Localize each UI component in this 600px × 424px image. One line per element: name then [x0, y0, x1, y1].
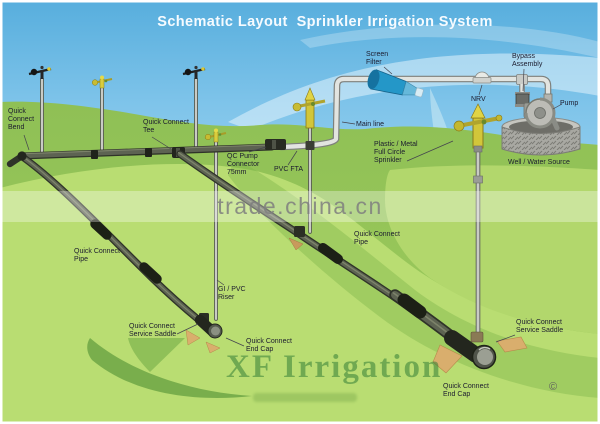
service-saddle-right-fitting — [470, 331, 484, 343]
label-qc-pump-connector: QC Pump Connector 75mm — [227, 153, 260, 176]
label-end-cap-mid: Quick Connect End Cap — [246, 338, 292, 353]
grass-light-right — [385, 165, 600, 334]
label-pump: Pump — [560, 100, 579, 107]
label-service-saddle-right: Quick Connect Service Saddle — [516, 319, 564, 334]
watermark-trade-text: trade.china.cn — [217, 193, 383, 219]
service-saddle-mid-fitting — [288, 226, 305, 251]
yellow-sprinkler-right — [453, 103, 503, 153]
pointer-lines — [23, 66, 563, 347]
label-quick-connect-bend: Quick Connect Bend — [8, 108, 35, 131]
end-cap-left — [194, 314, 223, 339]
watermark-brand-text: XF Irrigation — [226, 349, 443, 385]
nrv-valve — [472, 71, 492, 84]
yellow-sprinkler-mid — [292, 87, 326, 129]
watermark-subtext-blur — [253, 393, 357, 402]
label-bypass-assembly: Bypass Assembly — [512, 53, 543, 68]
bypass-assembly — [515, 74, 530, 107]
label-full-circle-sprinkler: Plastic / Metal Full Circle Sprinkler — [374, 141, 418, 164]
label-end-cap-right: Quick Connect End Cap — [443, 383, 489, 398]
riser-pipe-6 — [473, 143, 483, 341]
yellow-sprinkler-crest — [204, 128, 227, 143]
label-service-saddle-left: Quick Connect Service Saddle — [129, 323, 177, 338]
label-quick-connect-pipe-left: Quick Connect Pipe — [74, 248, 120, 263]
leaf-blade — [128, 338, 185, 372]
page-title: Schematic Layout Sprinkler Irrigation Sy… — [157, 14, 493, 30]
label-quick-connect-tee: Quick Connect Tee — [143, 119, 189, 134]
screen-filter — [367, 69, 424, 98]
impact-sprinkler-1 — [28, 65, 52, 79]
qc-pump-connector-fitting — [265, 139, 286, 150]
pvc-fta-fitting — [305, 141, 315, 150]
end-cap-right — [444, 330, 497, 370]
pump — [523, 93, 560, 131]
label-screen-filter: Screen Filter — [366, 51, 389, 66]
impact-sprinkler-2 — [182, 65, 206, 79]
leaf-stem-swoosh — [87, 338, 252, 399]
main-line-pipe — [277, 75, 552, 151]
label-quick-connect-pipe-right: Quick Connect Pipe — [354, 231, 400, 246]
label-pvc-fta: PVC FTA — [274, 166, 304, 173]
riser-pipes — [40, 77, 483, 341]
label-gi-pvc-riser: GI / PVC Riser — [218, 286, 246, 301]
copyright-mark: © — [549, 381, 558, 393]
lateral-pipe-left — [6, 143, 276, 331]
label-well-water-source: Well / Water Source — [508, 159, 570, 166]
label-nrv: NRV — [471, 96, 486, 103]
label-main-line: Main line — [356, 121, 385, 128]
watermark-band: trade.china.cn — [0, 191, 600, 222]
anchor-stakes-right — [432, 336, 528, 374]
leaf-swoosh-grass — [228, 158, 600, 398]
yellow-sprinkler-small-1 — [91, 75, 113, 89]
